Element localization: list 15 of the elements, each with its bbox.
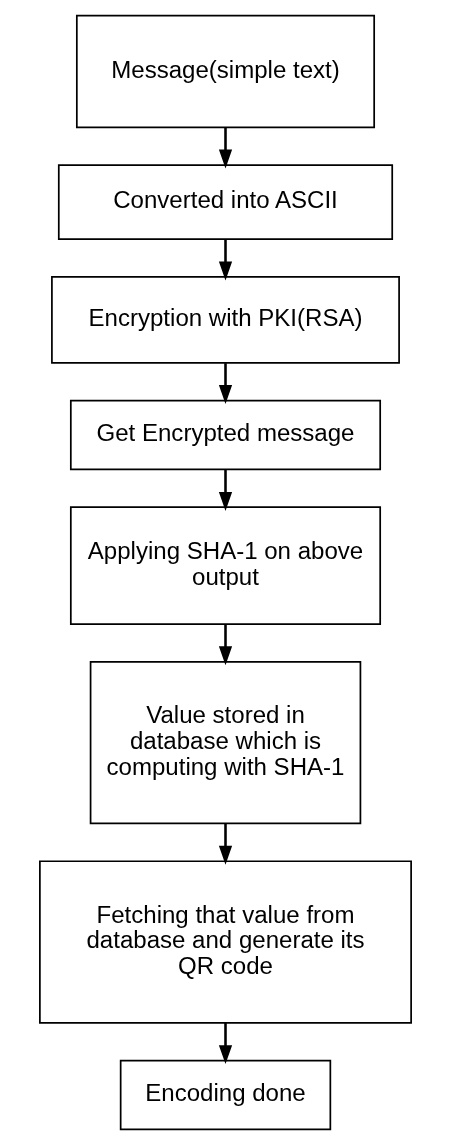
arrow bbox=[218, 363, 233, 404]
node-box: Value stored in database which is computing with SHA-1 bbox=[89, 661, 362, 825]
node-box: Message(simple text) bbox=[75, 14, 376, 129]
node-box: Get Encrypted message bbox=[69, 399, 382, 471]
arrow bbox=[218, 624, 233, 666]
node-box: Fetching that value from database and generate its QR code bbox=[39, 860, 412, 1024]
node-box: Converted into ASCII bbox=[57, 164, 394, 240]
arrow bbox=[218, 823, 233, 865]
arrow bbox=[218, 127, 233, 169]
node-box: Encoding done bbox=[119, 1059, 332, 1131]
arrow bbox=[218, 1022, 233, 1065]
node-box: Applying SHA-1 on above output bbox=[69, 506, 382, 625]
node-box: Encryption with PKI(RSA) bbox=[51, 276, 400, 364]
arrow bbox=[218, 239, 233, 281]
arrow bbox=[218, 469, 233, 511]
